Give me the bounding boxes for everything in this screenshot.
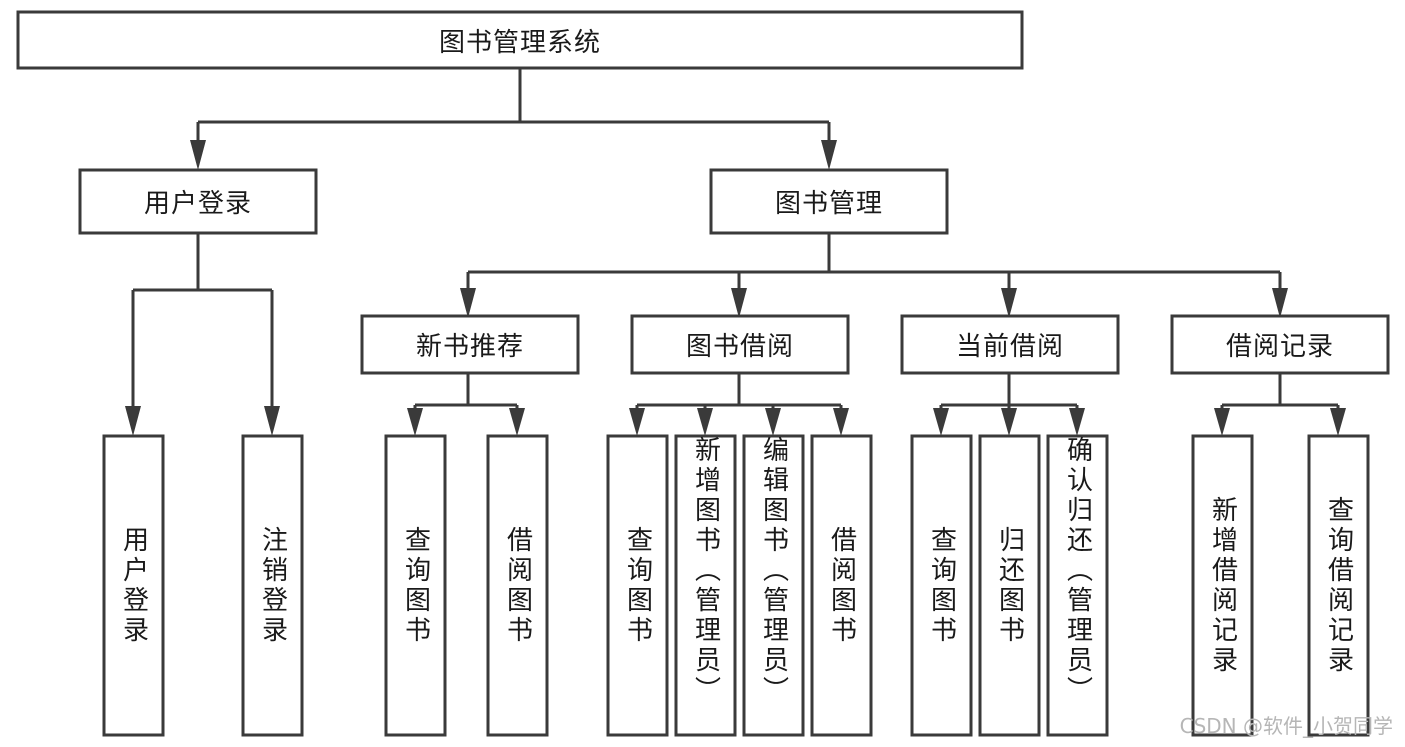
arrow-book-mgmt	[821, 140, 837, 170]
connector-book-mgmt-to-level3	[460, 233, 1288, 318]
node-leaf-book-borrow-1[interactable]	[674, 434, 737, 737]
arrow-leaf-cb-0	[933, 408, 949, 436]
arrow-l3-0	[460, 288, 476, 318]
node-leaf-borrow-record-0[interactable]	[1191, 434, 1254, 737]
node-leaf-book-borrow-3[interactable]	[810, 434, 873, 737]
node-new-book-recommend[interactable]	[360, 314, 580, 375]
arrow-l3-2	[1001, 288, 1017, 318]
node-leaf-book-borrow-0[interactable]	[606, 434, 669, 737]
arrow-leaf-bb-0	[629, 408, 645, 436]
node-leaf-book-borrow-2[interactable]	[742, 434, 805, 737]
arrow-leaf-ul-1	[264, 406, 280, 436]
connector-borrow-record-to-leaves	[1214, 373, 1346, 436]
connector-root-to-level2	[190, 68, 837, 170]
node-borrow-record[interactable]	[1170, 314, 1390, 375]
arrow-leaf-bb-3	[833, 408, 849, 436]
arrow-leaf-nb-0	[407, 408, 423, 436]
arrow-leaf-bb-2	[765, 408, 781, 436]
arrow-leaf-cb-2	[1069, 408, 1085, 436]
node-leaf-new-book-1[interactable]	[486, 434, 549, 737]
node-leaf-current-borrow-1[interactable]	[978, 434, 1041, 737]
arrow-user-login	[190, 140, 206, 170]
node-leaf-new-book-0[interactable]	[384, 434, 447, 737]
connector-new-book-to-leaves	[407, 373, 525, 436]
node-book-management[interactable]	[709, 168, 949, 235]
connector-user-login-to-leaves	[125, 233, 280, 436]
arrow-leaf-br-1	[1330, 408, 1346, 436]
arrow-leaf-nb-1	[509, 408, 525, 436]
arrow-leaf-bb-1	[697, 408, 713, 436]
node-leaf-current-borrow-0[interactable]	[910, 434, 973, 737]
arrow-leaf-br-0	[1214, 408, 1230, 436]
node-root[interactable]	[16, 10, 1024, 70]
node-leaf-user-login-0[interactable]	[102, 434, 165, 737]
node-current-borrow[interactable]	[900, 314, 1120, 375]
node-leaf-borrow-record-1[interactable]	[1307, 434, 1370, 737]
node-book-borrow[interactable]	[630, 314, 850, 375]
arrow-l3-1	[731, 288, 747, 318]
node-leaf-user-login-1[interactable]	[241, 434, 304, 737]
connector-book-borrow-to-leaves	[629, 373, 849, 436]
arrow-l3-3	[1272, 288, 1288, 318]
arrow-leaf-ul-0	[125, 406, 141, 436]
node-leaf-current-borrow-2[interactable]	[1046, 434, 1109, 737]
connector-current-borrow-to-leaves	[933, 373, 1085, 436]
arrow-leaf-cb-1	[1001, 408, 1017, 436]
node-user-login[interactable]	[78, 168, 318, 235]
